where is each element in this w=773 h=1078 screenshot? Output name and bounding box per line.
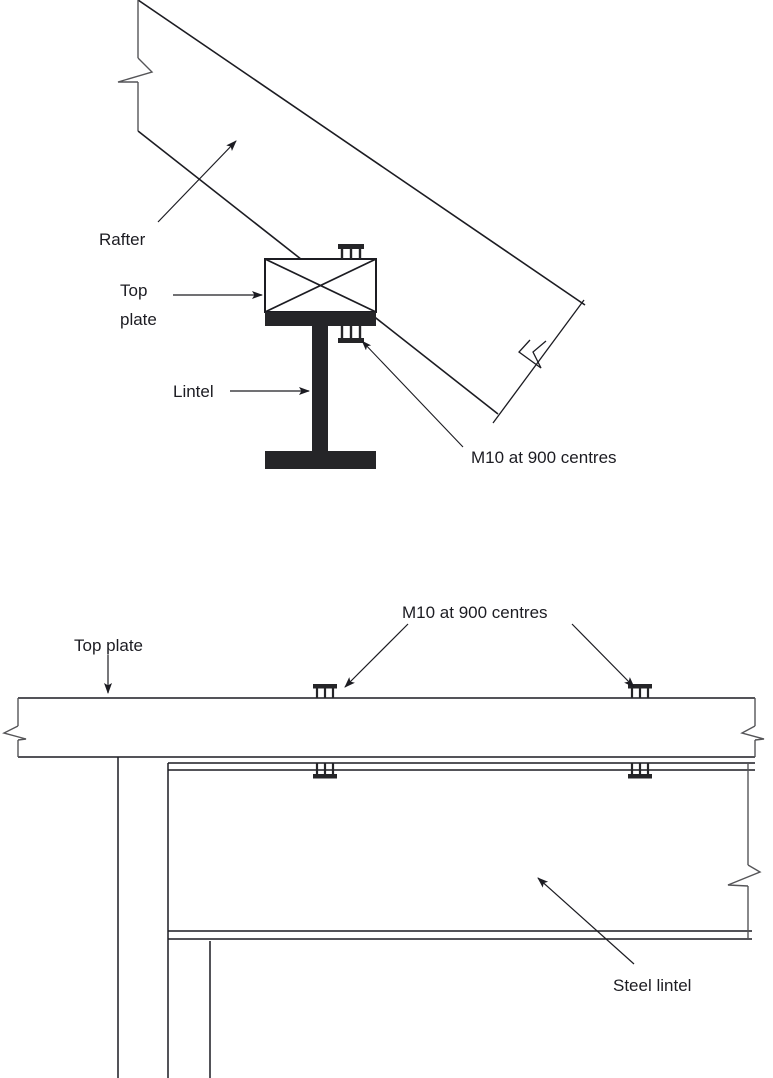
leader-bolts-bottom-left — [344, 623, 409, 688]
bolt-top-left — [313, 684, 337, 698]
label-top-plate-line2: plate — [120, 310, 157, 329]
bolt-top-right — [628, 684, 652, 698]
bolt-flange-left — [313, 763, 337, 779]
label-bolts-top: M10 at 900 centres — [471, 448, 617, 467]
label-steel-lintel: Steel lintel — [613, 976, 691, 995]
leader-bolts-bottom-right — [571, 623, 635, 688]
steel-lintel — [167, 762, 755, 1078]
break-line-bottom-right-bottom — [727, 864, 762, 887]
rafter — [137, 0, 586, 415]
leader-bolts-top — [361, 340, 464, 448]
label-lintel: Lintel — [173, 382, 214, 401]
lintel — [265, 326, 376, 469]
break-line-rafter-left — [117, 57, 154, 83]
bolt-flange-right — [628, 763, 652, 779]
detail-top-group: Rafter Top plate Lintel M10 at 900 centr… — [99, 0, 617, 469]
label-bottom-top-plate: Top plate — [74, 636, 143, 655]
leader-steel-lintel — [537, 877, 635, 965]
label-rafter: Rafter — [99, 230, 146, 249]
break-line-rafter-right — [492, 299, 585, 424]
break-line-bottom-left — [2, 725, 27, 741]
top-plate — [264, 258, 377, 326]
bolt-lower — [338, 326, 364, 343]
leader-rafter — [157, 140, 237, 223]
bottom-top-plate — [17, 697, 756, 758]
label-bolts-bottom: M10 at 900 centres — [402, 603, 548, 622]
detail-bottom-group: Top plate M10 at 900 centres Steel linte… — [2, 603, 765, 1078]
label-top-plate-line1: Top — [120, 281, 147, 300]
break-line-bottom-right-top — [740, 725, 765, 741]
bolt-upper — [338, 244, 364, 259]
